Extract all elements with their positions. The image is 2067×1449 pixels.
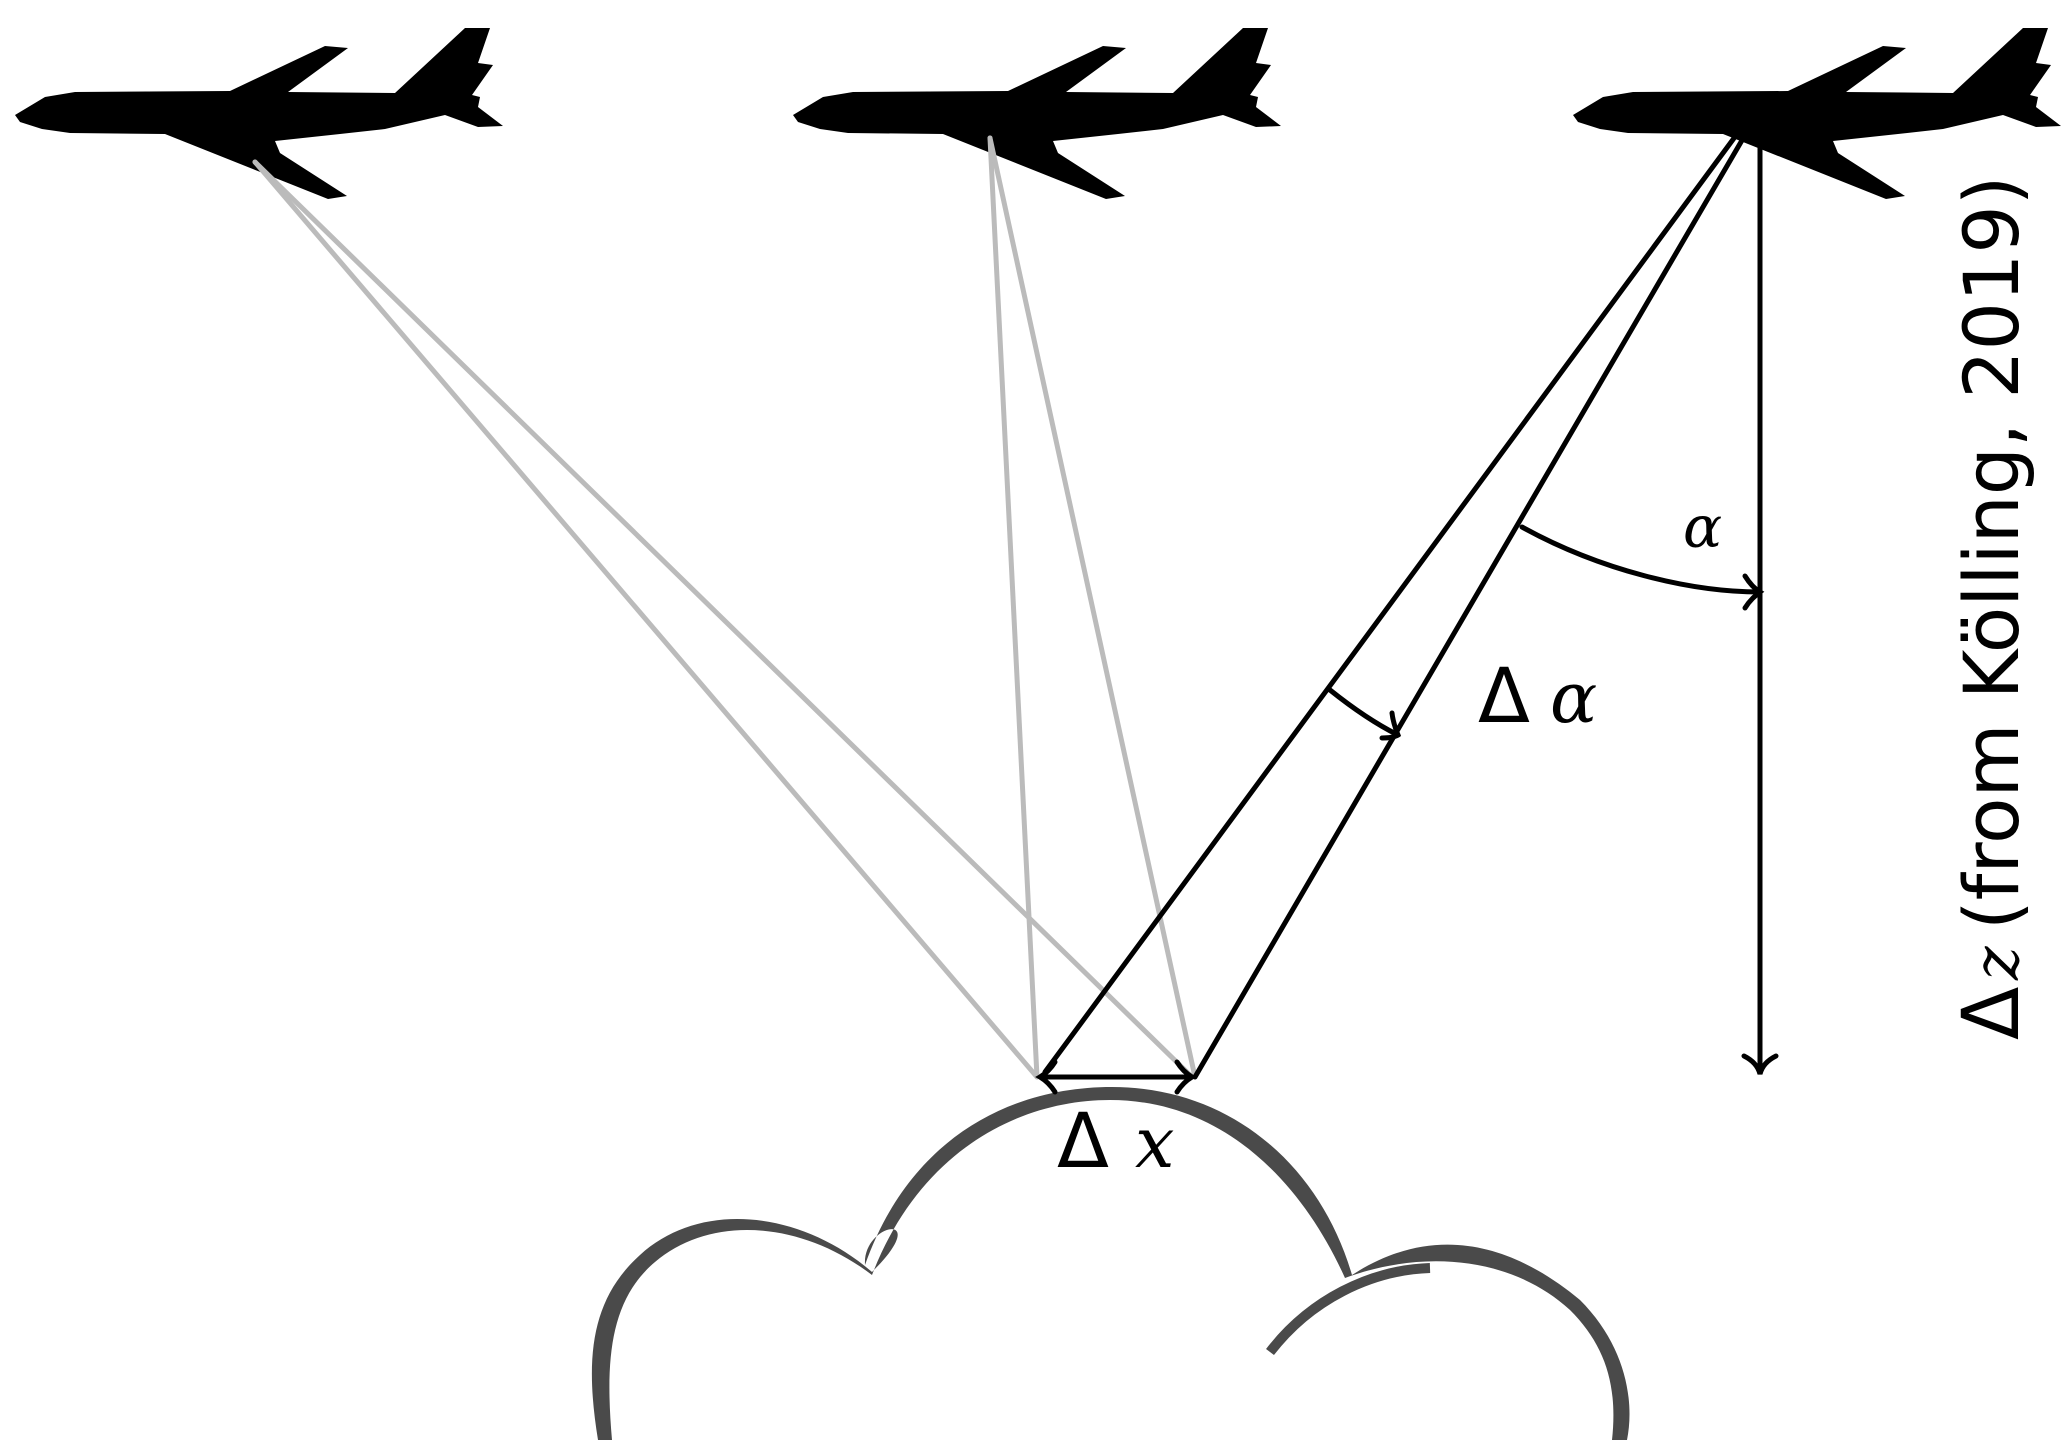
ray-middle-to-far [987, 135, 1198, 1080]
labels: α Δ α Δ x Δ z (from Kölling, 2019) [1057, 176, 2037, 1185]
black-rays [1035, 127, 1779, 1095]
delta-z-z: z [1960, 945, 2034, 981]
airplane-icon-left [15, 28, 503, 199]
delta-alpha-delta: Δ [1478, 651, 1530, 740]
delta-alpha-arc [1327, 687, 1401, 738]
ray-middle-to-near [987, 135, 1040, 1080]
ray-right-to-near [1042, 127, 1743, 1075]
delta-alpha-arrowhead [1379, 710, 1402, 741]
delta-z-delta: Δ [1947, 987, 2037, 1040]
cloud-icon [591, 1087, 1630, 1440]
delta-z-label: Δ z (from Kölling, 2019) [1947, 176, 2037, 1040]
ray-left-to-far [252, 159, 1195, 1080]
delta-alpha-alpha: α [1550, 657, 1597, 739]
delta-alpha-label: Δ α [1478, 651, 1597, 740]
delta-x-arrowhead-left [1035, 1059, 1058, 1095]
delta-x-delta: Δ [1057, 1096, 1109, 1185]
delta-x-x: x [1135, 1102, 1174, 1184]
alpha-arrowhead [1742, 573, 1765, 611]
airplane-icon-right [1573, 28, 2061, 199]
alpha-arc [1519, 524, 1763, 595]
ray-right-to-far [1192, 127, 1751, 1080]
delta-x-label: Δ x [1057, 1096, 1174, 1185]
airplane-icon-middle [793, 28, 1281, 199]
ray-left-to-near [252, 159, 1040, 1080]
gray-rays [252, 135, 1198, 1080]
delta-x-arrowhead-right [1174, 1059, 1197, 1095]
delta-z-arrowhead [1741, 1053, 1779, 1075]
delta-z-citation: (from Kölling, 2019) [1947, 176, 2036, 930]
alpha-label: α [1683, 493, 1722, 561]
